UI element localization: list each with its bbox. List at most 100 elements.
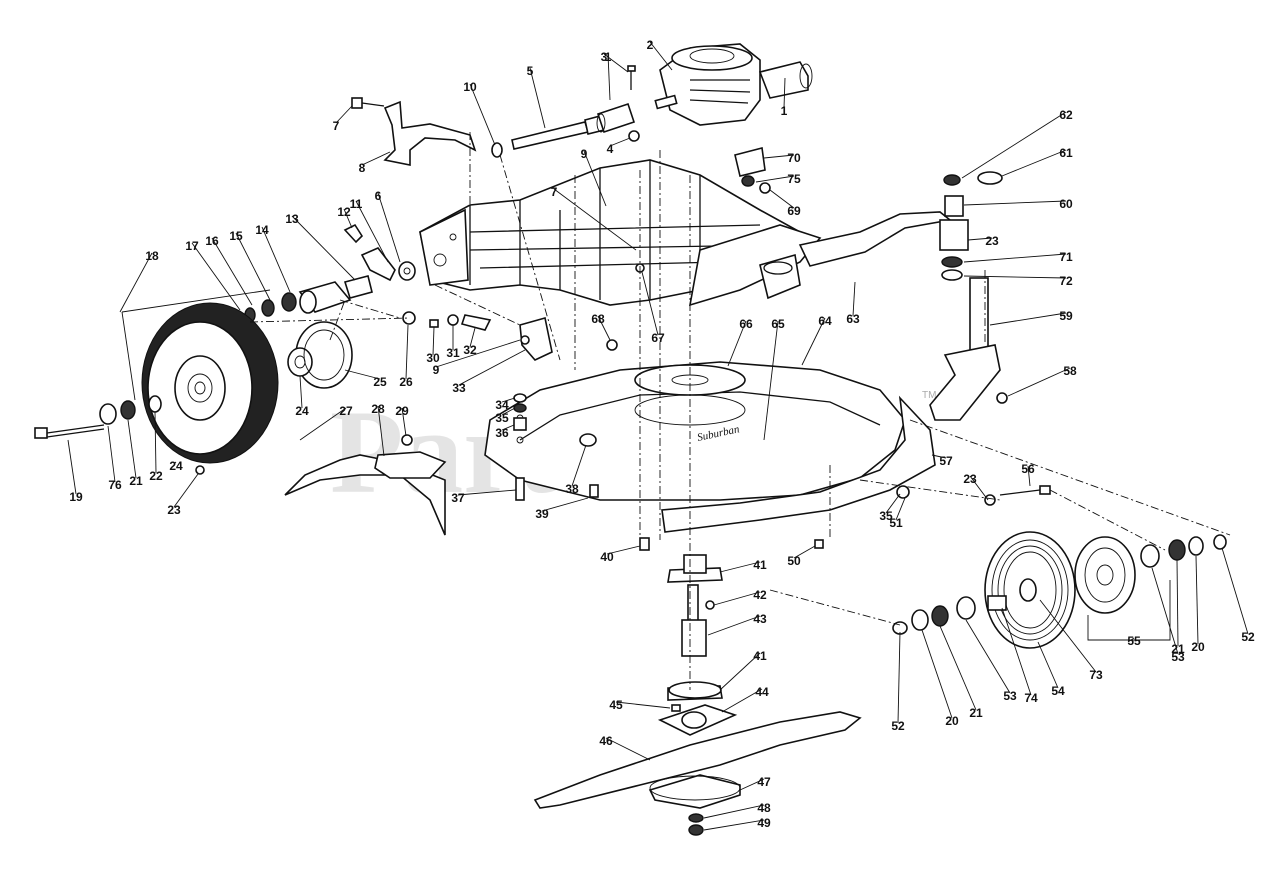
leader-line-34 <box>501 397 516 403</box>
shaft-5 <box>511 115 605 150</box>
callout-60: 60 <box>1059 197 1073 211</box>
callout-26: 26 <box>399 375 413 389</box>
callout-31: 31 <box>446 346 460 360</box>
callout-33: 33 <box>452 381 466 395</box>
leader-line-65 <box>763 320 779 441</box>
small-hardware-30-33 <box>402 311 553 361</box>
callout-15: 15 <box>229 229 243 243</box>
leader-line-49 <box>703 819 765 831</box>
callout-76: 76 <box>108 478 122 492</box>
callout-53: 53 <box>1171 650 1185 664</box>
leader-line-43 <box>707 615 761 636</box>
callout-41: 41 <box>753 558 767 572</box>
leader-line-56 <box>1027 465 1031 487</box>
leader-line-35 <box>885 493 901 514</box>
rear-shield <box>284 434 447 536</box>
leader-line-66 <box>727 320 747 367</box>
callout-25: 25 <box>373 375 387 389</box>
leader-line-1 <box>607 53 611 101</box>
callout-48: 48 <box>757 801 771 815</box>
callout-55: 55 <box>1127 634 1141 648</box>
callout-1: 1 <box>605 50 612 64</box>
washer-20-right <box>1188 536 1204 556</box>
construction-lines <box>249 132 1231 690</box>
callout-17: 17 <box>185 239 199 253</box>
leader-line-37 <box>457 489 517 496</box>
callout-50: 50 <box>787 554 801 568</box>
watermark-tm: TM <box>922 390 936 401</box>
chassis-frame <box>419 159 952 307</box>
leader-line-69 <box>769 189 795 209</box>
callout-10: 10 <box>463 80 477 94</box>
leader-line-35 <box>501 407 516 416</box>
callout-5: 5 <box>527 64 534 78</box>
leader-line-44 <box>721 688 763 713</box>
leader-line-26 <box>405 324 409 380</box>
callout-35: 35 <box>879 509 893 523</box>
callout-39: 39 <box>535 507 549 521</box>
callout-8: 8 <box>359 161 366 175</box>
bearing-53-left <box>956 596 976 620</box>
leader-line-48 <box>703 804 765 819</box>
leader-line-59 <box>989 312 1067 326</box>
callout-43: 43 <box>753 612 767 626</box>
callout-74: 74 <box>1024 691 1038 705</box>
leader-line-60 <box>963 200 1067 206</box>
callout-53: 53 <box>1003 689 1017 703</box>
leader-line-1 <box>783 77 786 109</box>
callout-leaders <box>67 41 1249 831</box>
leader-line-21 <box>127 419 137 479</box>
callout-30: 30 <box>426 351 440 365</box>
sleeve-1 <box>596 102 636 134</box>
leader-line-46 <box>605 737 651 761</box>
callout-21: 21 <box>969 706 983 720</box>
bracket-8 <box>351 97 477 166</box>
callout-18: 18 <box>145 249 159 263</box>
bracket-11-12 <box>343 223 416 282</box>
callout-57: 57 <box>939 454 953 468</box>
leader-line-23 <box>967 237 993 241</box>
bolt-50 <box>814 539 824 549</box>
callout-16: 16 <box>205 234 219 248</box>
leader-line-50 <box>793 545 816 559</box>
leader-line-20 <box>1195 555 1199 645</box>
callout-71: 71 <box>1059 250 1073 264</box>
bolt-19 <box>34 424 105 439</box>
callout-56: 56 <box>1021 462 1035 476</box>
leader-line-53 <box>965 619 1011 694</box>
leader-line-53 <box>1151 567 1179 655</box>
leader-line-7 <box>553 188 637 251</box>
bolt-49 <box>688 824 704 836</box>
leader-line-10 <box>469 83 496 146</box>
leader-line-9 <box>583 150 607 207</box>
leader-line-70 <box>763 154 795 159</box>
callout-61: 61 <box>1059 146 1073 160</box>
leader-line-29 <box>401 407 407 437</box>
callout-3: 3 <box>601 50 608 64</box>
leader-line-17 <box>191 242 241 311</box>
callout-24: 24 <box>295 404 309 418</box>
leader-line-63 <box>852 281 856 317</box>
rear-wheel-18 <box>141 302 279 475</box>
callout-73: 73 <box>1089 668 1103 682</box>
leader-line-51 <box>895 497 906 521</box>
callout-24: 24 <box>169 459 183 473</box>
leader-line-21 <box>1176 559 1179 647</box>
leader-line-23 <box>969 475 989 501</box>
leader-line-52 <box>897 631 901 724</box>
callout-46: 46 <box>599 734 613 748</box>
leader-line-24 <box>299 375 303 409</box>
leader-line-68 <box>597 315 611 341</box>
callout-42: 42 <box>753 588 767 602</box>
callout-70: 70 <box>787 151 801 165</box>
leader-line-42 <box>713 591 761 606</box>
leader-line-18 <box>119 252 153 313</box>
callout-72: 72 <box>1059 274 1073 288</box>
leader-line-41 <box>719 652 761 691</box>
callout-21: 21 <box>129 474 143 488</box>
callout-35: 35 <box>495 411 509 425</box>
callout-21: 21 <box>1171 642 1185 656</box>
callout-64: 64 <box>818 314 832 328</box>
leader-line-67 <box>641 271 659 336</box>
